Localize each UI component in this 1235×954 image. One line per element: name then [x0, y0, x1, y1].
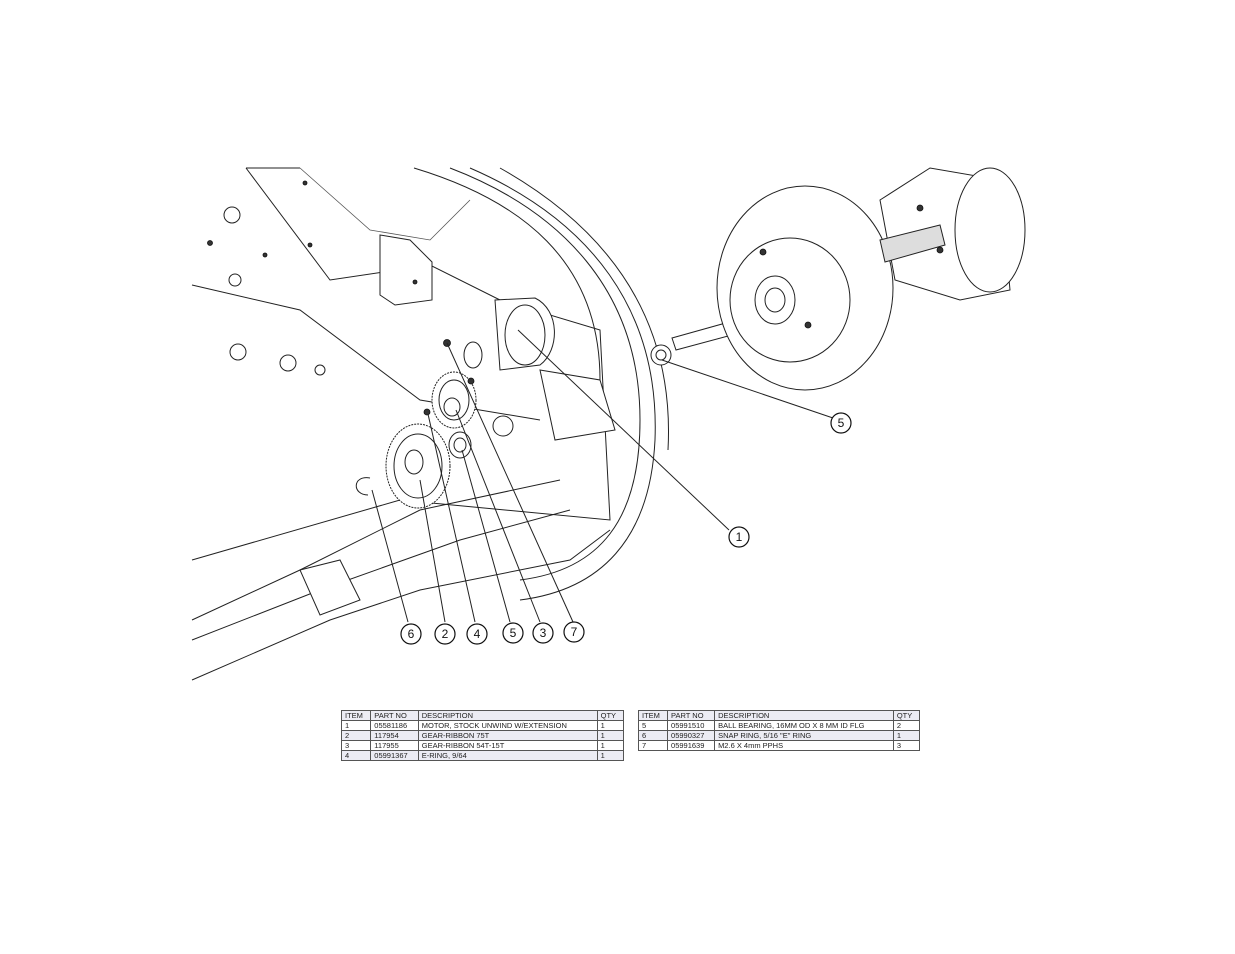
callout-label: 5 [510, 626, 517, 640]
callout-label: 2 [442, 627, 449, 641]
table-row: 5 05991510 BALL BEARING, 16MM OD X 8 MM … [637, 720, 921, 731]
frame-plate [191, 167, 670, 681]
cell-part-no: 117955 [370, 740, 419, 751]
callout-label: 4 [474, 627, 481, 641]
cell-description: MOTOR, STOCK UNWIND W/EXTENSION [417, 720, 598, 731]
callout-label: 7 [571, 625, 578, 639]
cell-qty: 1 [596, 750, 625, 761]
callout-4: 4 [466, 623, 488, 645]
cell-part-no: 05990327 [667, 730, 716, 741]
cell-qty: 1 [596, 720, 625, 731]
cell-item: 6 [637, 730, 669, 741]
callout-2: 2 [434, 623, 456, 645]
table-row: 2 117954 GEAR-RIBBON 75T 1 [340, 730, 625, 741]
column-header-qty: QTY [596, 710, 625, 721]
cell-part-no: 05991639 [667, 740, 716, 751]
cell-description: GEAR-RIBBON 75T [417, 730, 598, 741]
table-row: 1 05581186 MOTOR, STOCK UNWIND W/EXTENSI… [340, 720, 625, 731]
cell-item: 7 [637, 740, 669, 751]
cell-item: 2 [340, 730, 372, 741]
table-row: 4 05991367 E-RING, 9/64 1 [340, 750, 625, 761]
parts-table-left: ITEM PART NO DESCRIPTION QTY 1 05581186 … [340, 710, 625, 761]
cell-part-no: 117954 [370, 730, 419, 741]
cell-part-no: 05991367 [370, 750, 419, 761]
cell-item: 5 [637, 720, 669, 731]
callout-label: 6 [408, 627, 415, 641]
callout-label: 3 [540, 626, 547, 640]
column-header-part-no: PART NO [667, 710, 716, 721]
cell-item: 1 [340, 720, 372, 731]
column-header-item: ITEM [637, 710, 669, 721]
table-row: 6 05990327 SNAP RING, 5/16 "E" RING 1 [637, 730, 921, 741]
column-header-description: DESCRIPTION [714, 710, 894, 721]
cell-item: 4 [340, 750, 372, 761]
cell-qty: 1 [596, 730, 625, 741]
leader-lines [371, 329, 834, 623]
callout-7: 7 [563, 621, 585, 643]
cell-part-no: 05581186 [370, 720, 419, 731]
motor [494, 297, 616, 441]
column-header-item: ITEM [340, 710, 372, 721]
callout-3: 3 [532, 622, 554, 644]
cell-description: GEAR-RIBBON 54T-15T [417, 740, 598, 751]
table-row: 3 117955 GEAR-RIBBON 54T-15T 1 [340, 740, 625, 751]
gear-ribbon-75t [385, 423, 451, 509]
cell-qty: 1 [892, 730, 921, 741]
table-row: 7 05991639 M2.6 X 4mm PPHS 3 [637, 740, 921, 751]
cell-description: E-RING, 9/64 [417, 750, 598, 761]
cell-item: 3 [340, 740, 372, 751]
column-header-part-no: PART NO [370, 710, 419, 721]
column-header-qty: QTY [892, 710, 921, 721]
parts-table-right: ITEM PART NO DESCRIPTION QTY 5 05991510 … [637, 710, 921, 751]
cell-qty: 2 [892, 720, 921, 731]
callout-1: 1 [728, 526, 750, 548]
cell-description: BALL BEARING, 16MM OD X 8 MM ID FLG [714, 720, 894, 731]
callout-6: 6 [400, 623, 422, 645]
cell-qty: 3 [892, 740, 921, 751]
unwind-spindle [671, 167, 1026, 391]
small-hardware [355, 339, 672, 496]
callout-label: 5 [838, 416, 845, 430]
cell-description: M2.6 X 4mm PPHS [714, 740, 894, 751]
callout-5b: 5 [502, 622, 524, 644]
cell-qty: 1 [596, 740, 625, 751]
cell-description: SNAP RING, 5/16 "E" RING [714, 730, 894, 741]
callout-5a: 5 [830, 412, 852, 434]
gear-ribbon-54t-15t [431, 341, 483, 459]
cell-part-no: 05991510 [667, 720, 716, 731]
callout-label: 1 [736, 530, 743, 544]
column-header-description: DESCRIPTION [417, 710, 598, 721]
